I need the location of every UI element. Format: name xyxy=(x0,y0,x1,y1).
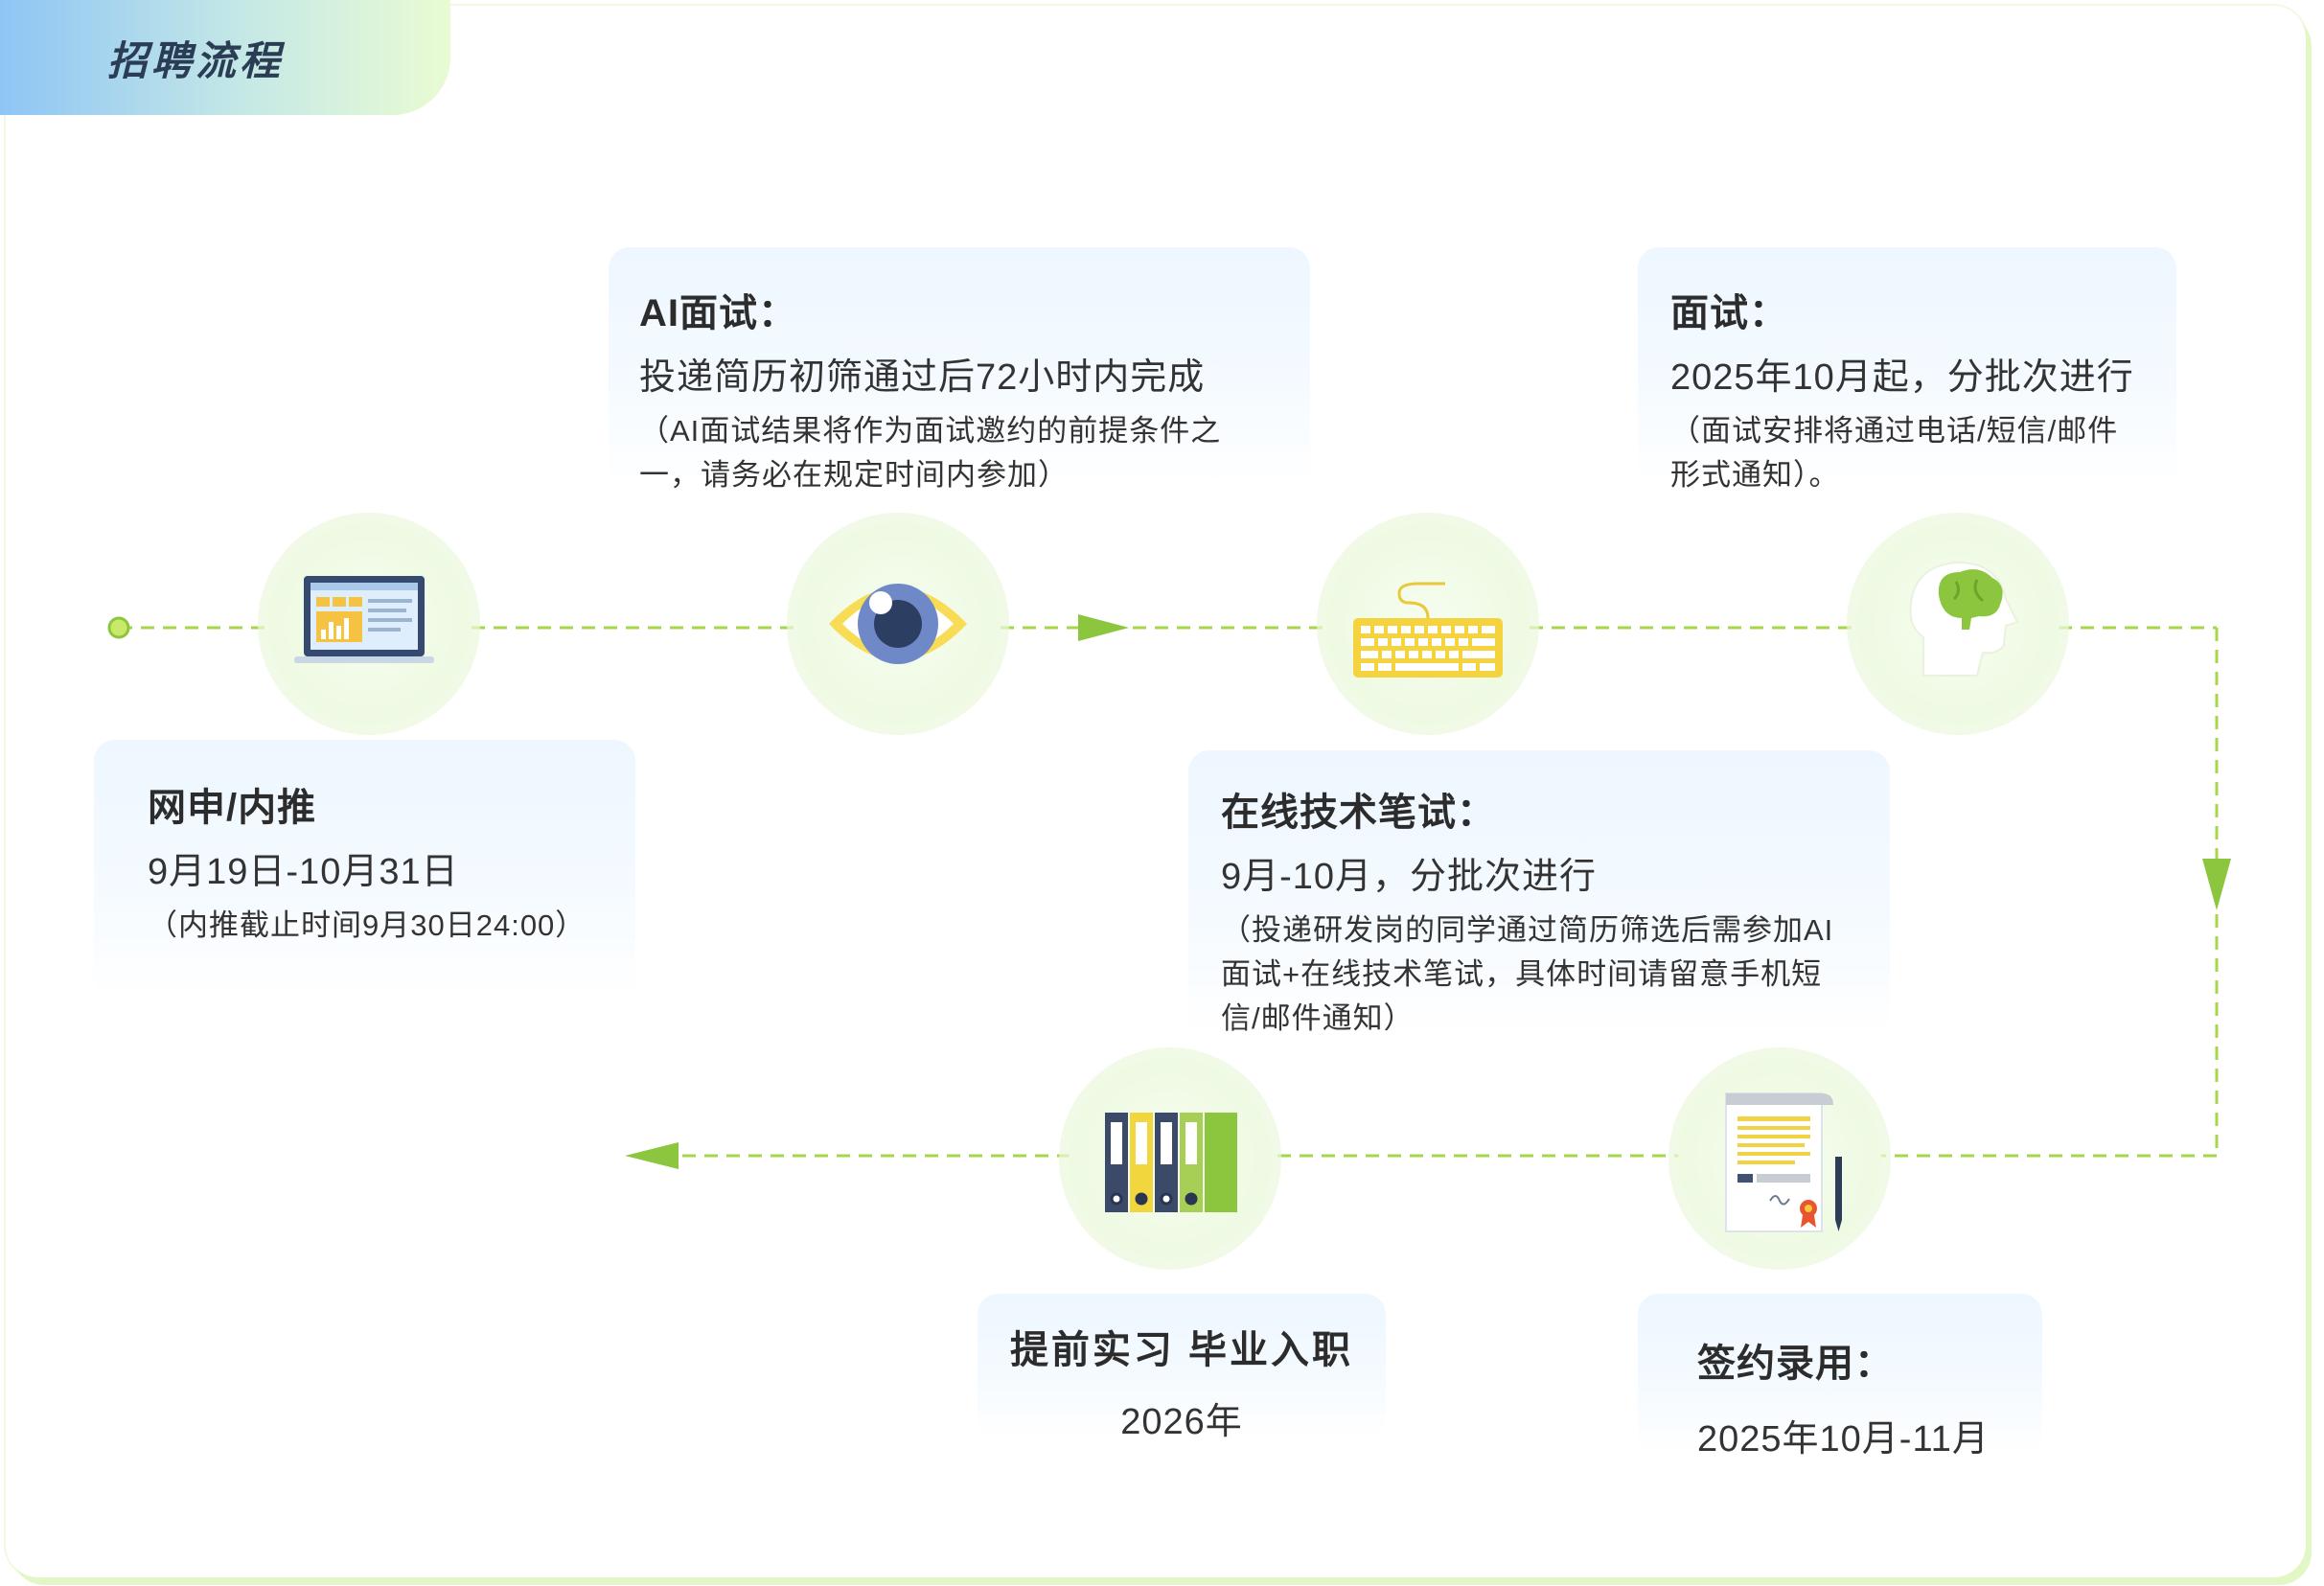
flow-arrow-left xyxy=(625,1142,679,1169)
step-apply-note: （内推截止时间9月30日24:00） xyxy=(148,908,587,942)
step-ai-title: AI面试： xyxy=(639,292,797,334)
step-onboard-title: 提前实习 毕业入职 xyxy=(1009,1329,1354,1371)
step-onboard-node xyxy=(1069,1057,1272,1260)
step-apply-date: 9月19日-10月31日 xyxy=(148,852,459,892)
step-written-node xyxy=(1326,522,1530,725)
flow-arrow-right xyxy=(1078,614,1129,641)
step-interview-title: 面试： xyxy=(1670,292,1788,334)
step-apply-title: 网申/内推 xyxy=(148,787,317,829)
step-ai-text: AI面试： 投递简历初筛通过后72小时内完成 （AI面试结果将作为面试邀约的前提… xyxy=(609,247,1310,492)
flow-start-dot xyxy=(107,616,130,639)
step-offer-date: 2025年10月-11月 xyxy=(1697,1419,1990,1460)
step-offer-title: 签约录用： xyxy=(1697,1343,1894,1385)
step-ai-node xyxy=(796,522,1000,725)
step-apply-node xyxy=(267,522,471,725)
step-written-title: 在线技术笔试： xyxy=(1221,792,1496,834)
flow-arrow-down xyxy=(2202,859,2231,910)
step-ai-date: 投递简历初筛通过后72小时内完成 xyxy=(639,357,1206,398)
contract-icon xyxy=(1725,1092,1842,1232)
binders-icon xyxy=(1105,1113,1237,1212)
step-onboard-date: 2026年 xyxy=(1120,1402,1243,1442)
step-written-text: 在线技术笔试： 9月-10月，分批次进行 （投递研发岗的同学通过简历筛选后需参加… xyxy=(1188,750,1890,1038)
step-written-note: （投递研发岗的同学通过简历筛选后需参加AI面试+在线技术笔试，具体时间请留意手机… xyxy=(1221,913,1834,1035)
laptop-icon xyxy=(294,576,434,663)
keyboard-icon xyxy=(1353,582,1503,678)
brain-head-icon xyxy=(1909,561,2019,677)
header-tab: 招聘流程 xyxy=(0,0,450,115)
eye-icon xyxy=(829,584,967,664)
step-offer-text: 签约录用： 2025年10月-11月 xyxy=(1638,1294,2042,1460)
step-offer-node xyxy=(1678,1057,1881,1260)
step-written-date: 9月-10月，分批次进行 xyxy=(1221,857,1598,897)
step-apply-text: 网申/内推 9月19日-10月31日 （内推截止时间9月30日24:00） xyxy=(94,740,635,999)
step-interview-node xyxy=(1856,522,2059,725)
page-title: 招聘流程 xyxy=(107,38,285,83)
step-interview-note: （面试安排将通过电话/短信/邮件形式通知）。 xyxy=(1670,414,2119,492)
step-interview-date: 2025年10月起，分批次进行 xyxy=(1670,357,2134,398)
step-interview-text: 面试： 2025年10月起，分批次进行 （面试安排将通过电话/短信/邮件形式通知… xyxy=(1638,247,2176,492)
step-onboard-text: 提前实习 毕业入职 2026年 xyxy=(978,1294,1386,1442)
step-ai-note: （AI面试结果将作为面试邀约的前提条件之一，请务必在规定时间内参加） xyxy=(639,414,1222,492)
